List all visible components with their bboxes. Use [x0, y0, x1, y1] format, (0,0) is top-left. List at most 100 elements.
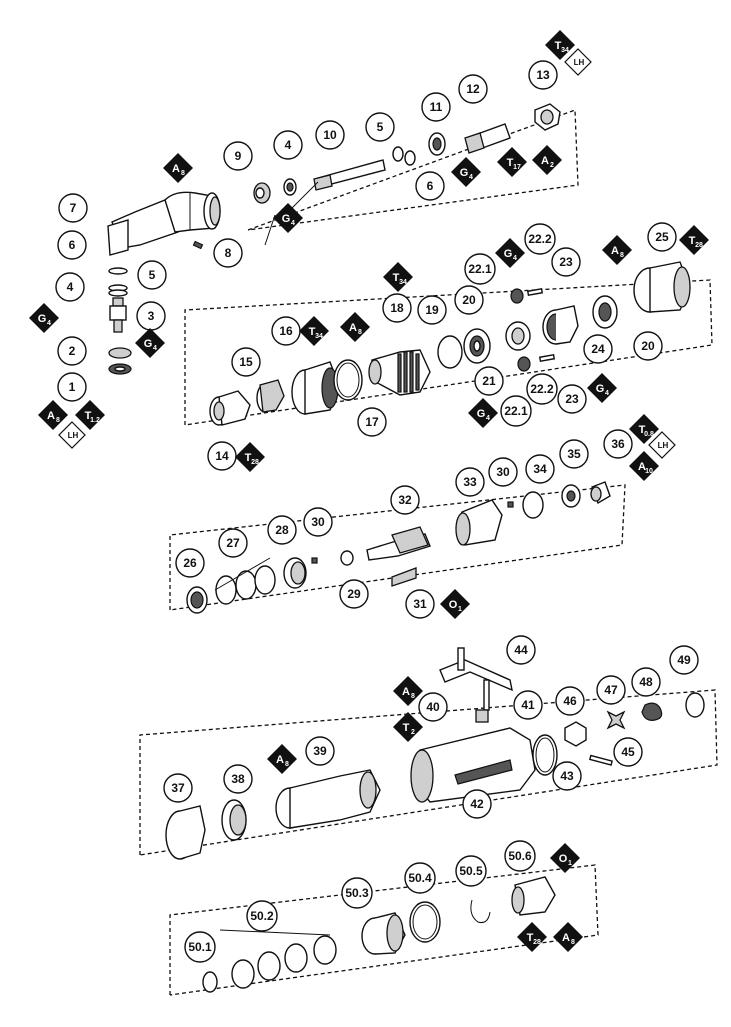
callout-circle	[559, 439, 589, 469]
callout-l50-4: 50.4	[404, 862, 436, 894]
callout-number: 6	[427, 179, 434, 193]
callout-circle	[418, 692, 448, 722]
tag-diamond	[135, 328, 165, 358]
callout-number: 14	[215, 449, 229, 463]
tag-subscript: 4	[291, 220, 295, 227]
callout-l23a: 23	[551, 247, 581, 277]
tag-subscript: 28	[533, 939, 541, 946]
lh-text: LH	[658, 441, 669, 450]
tag-diamond	[629, 414, 659, 444]
callout-number: 9	[235, 149, 242, 163]
callout-l17: 17	[357, 407, 387, 437]
callout-circle	[596, 675, 626, 705]
callout-l48: 48	[631, 667, 661, 697]
lh-rotation-tag: LH	[564, 48, 592, 76]
tag-letter: A	[172, 163, 180, 175]
callout-number: 50.2	[250, 909, 274, 923]
callout-l26: 26	[175, 548, 205, 578]
callout-l18: 18	[382, 293, 412, 323]
needle-rollers	[397, 351, 420, 393]
callout-number: 50.6	[508, 849, 532, 863]
tag-letter: T	[309, 326, 316, 338]
callout-l5a: 5	[137, 260, 167, 290]
tag-diamond	[602, 235, 632, 265]
callout-circle	[631, 667, 661, 697]
callout-number: 4	[67, 280, 74, 294]
callout-circle	[462, 789, 492, 819]
callout-l35: 35	[559, 439, 589, 469]
callout-circle	[421, 92, 451, 122]
callout-number: 50.1	[188, 940, 212, 954]
callout-circle	[474, 366, 504, 396]
callout-number: 22.2	[530, 382, 554, 396]
callout-l9: 9	[223, 141, 253, 171]
callout-number: 22.1	[504, 404, 528, 418]
callout-number: 32	[398, 493, 412, 507]
callout-circle	[551, 247, 581, 277]
callout-circle	[613, 737, 643, 767]
callout-number: 4	[285, 138, 292, 152]
callout-circle	[341, 877, 373, 909]
callout-circle	[303, 507, 333, 537]
callout-number: 17	[365, 415, 379, 429]
callout-circle	[504, 840, 536, 872]
callout-l28: 28	[267, 515, 297, 545]
tag-letter: T	[85, 410, 92, 422]
callout-circle	[647, 222, 677, 252]
tag-diamond	[340, 312, 370, 342]
callout-circle	[488, 457, 518, 487]
callout-number: 48	[639, 675, 653, 689]
tag-letter: A	[611, 245, 619, 257]
tag-subscript: 34	[315, 333, 323, 340]
callout-number: 49	[677, 653, 691, 667]
callout-number: 13	[536, 68, 550, 82]
callout-l50-5: 50.5	[455, 855, 487, 887]
callout-l21: 21	[474, 366, 504, 396]
callout-circle	[583, 334, 613, 364]
callout-number: 42	[470, 797, 484, 811]
callout-circle	[58, 193, 88, 223]
tag-diamond	[383, 262, 413, 292]
callout-circle	[213, 238, 243, 268]
callout-circle	[454, 285, 484, 315]
callout-number: 47	[604, 683, 618, 697]
callout-number: 5	[149, 268, 156, 282]
callout-number: 20	[641, 339, 655, 353]
tag-subscript: 17	[513, 164, 521, 171]
callout-circle	[525, 454, 555, 484]
callout-number: 12	[466, 82, 480, 96]
callout-circle	[390, 485, 420, 515]
tag-diamond	[440, 589, 470, 619]
callout-number: 1	[69, 380, 76, 394]
tag-subscript: 34	[399, 279, 407, 286]
lh-text: LH	[68, 431, 79, 440]
callout-number: 23	[565, 392, 579, 406]
callout-number: 24	[591, 342, 605, 356]
lh-boxes: LH LH LH	[58, 48, 676, 459]
callout-l31: 31	[405, 589, 435, 619]
callout-l19: 19	[417, 295, 447, 325]
callout-l30a: 30	[303, 507, 333, 537]
tag-subscript: 10	[645, 468, 653, 475]
callout-circle	[513, 690, 543, 720]
callout-l7: 7	[58, 193, 88, 223]
callout-circle	[246, 900, 278, 932]
callout-l50-2: 50.2	[246, 900, 278, 932]
tag-subscript: 8	[411, 693, 415, 700]
tag-diamond	[629, 451, 659, 481]
callout-number: 30	[496, 465, 510, 479]
callout-circle	[526, 373, 558, 405]
